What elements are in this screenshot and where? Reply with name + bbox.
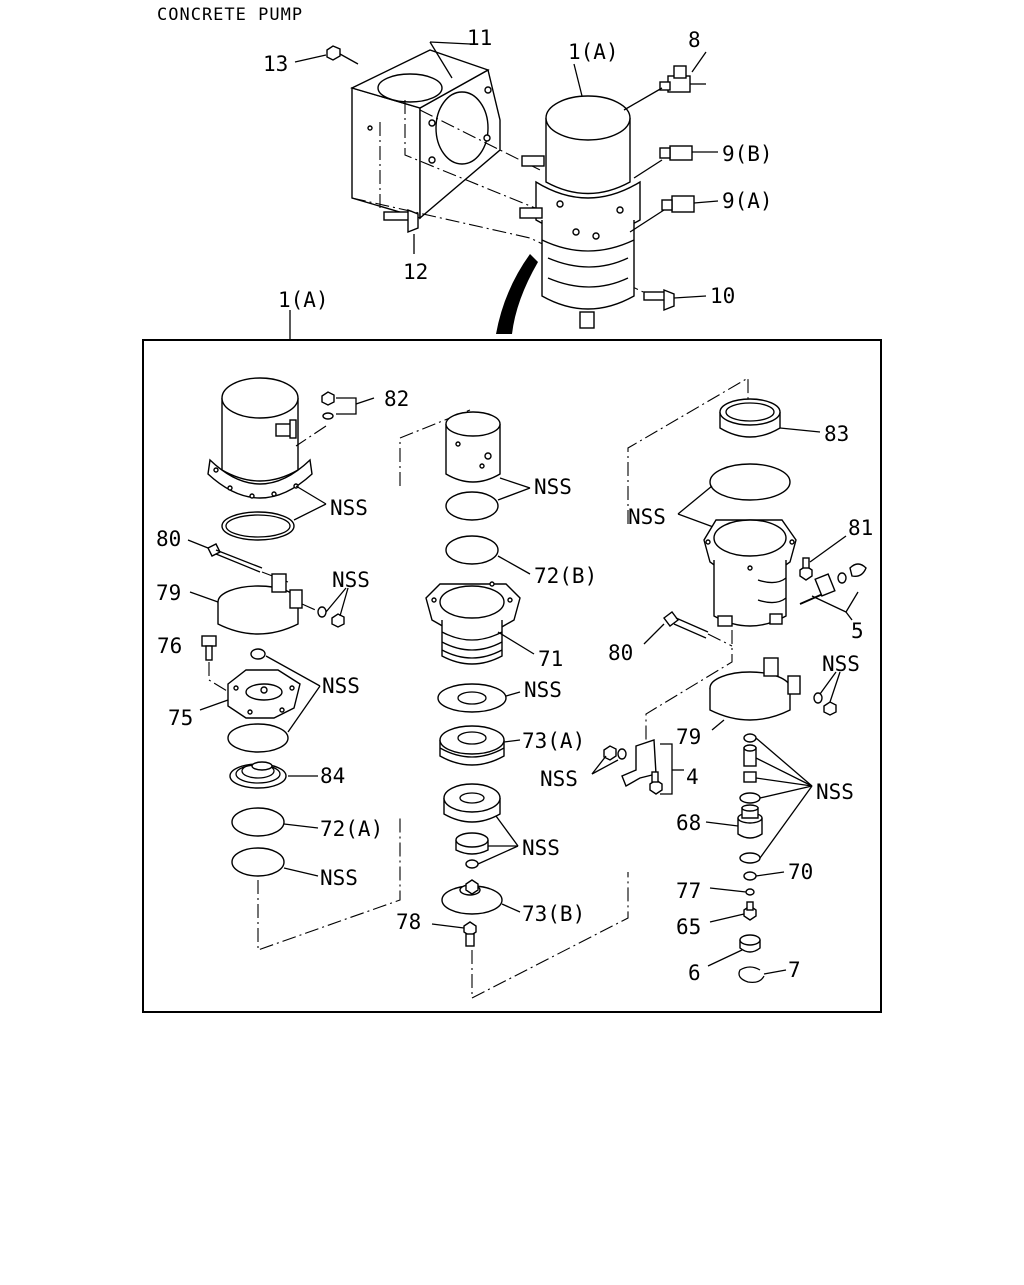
label-part-9b: 9(B) — [722, 142, 773, 166]
ring-part-77 — [709, 887, 755, 896]
snap-ring-part-7 — [738, 966, 787, 984]
label-part-72a: 72(A) — [320, 817, 383, 841]
label-part-81: 81 — [848, 516, 873, 540]
ball-part-70 — [743, 871, 785, 881]
label-nss-3: NSS — [322, 674, 360, 698]
bolt-part-76 — [201, 635, 233, 695]
label-part-13: 13 — [263, 52, 288, 76]
label-part-84: 84 — [320, 764, 345, 788]
label-part-9a: 9(A) — [722, 189, 773, 213]
label-part-80-left: 80 — [156, 527, 181, 551]
fitting-part-9a — [629, 195, 719, 233]
label-part-73a: 73(A) — [522, 729, 585, 753]
bolt-part-78 — [431, 921, 477, 947]
screw-part-65 — [709, 901, 757, 923]
label-part-82: 82 — [384, 387, 409, 411]
label-part-79-right: 79 — [676, 725, 701, 749]
bolt-part-81 — [799, 535, 847, 581]
label-part-79-left: 79 — [156, 581, 181, 605]
label-nss-2: NSS — [332, 568, 370, 592]
nut-part-13 — [294, 45, 359, 65]
ring-nss-7 — [443, 783, 501, 823]
label-part-1a-top: 1(A) — [568, 40, 619, 64]
label-part-78: 78 — [396, 910, 421, 934]
bracket-part-4 — [591, 739, 684, 795]
washer-nss-9 — [813, 692, 823, 704]
nut-part-82 — [295, 391, 375, 447]
washer-nss-2 — [317, 606, 327, 618]
label-part-68: 68 — [676, 811, 701, 835]
label-part-1a-box: 1(A) — [278, 288, 329, 312]
valve-part-68 — [705, 804, 763, 839]
cover-cylinder — [207, 377, 313, 499]
bolt-part-80-left — [187, 539, 289, 583]
ring-part-83 — [719, 398, 821, 438]
label-nss-10: NSS — [540, 767, 578, 791]
label-part-7: 7 — [788, 958, 801, 982]
filter-cylinder — [445, 411, 501, 483]
oring-small-right — [739, 852, 761, 864]
label-part-5: 5 — [851, 619, 864, 643]
disc-part-72b — [445, 535, 499, 565]
detail-arrow-icon — [496, 254, 538, 334]
detail-frame — [142, 339, 882, 1013]
bracket-part-11 — [350, 49, 501, 220]
label-part-73b: 73(B) — [522, 902, 585, 926]
clamp-part-79-left — [189, 573, 321, 635]
label-part-76: 76 — [157, 634, 182, 658]
fitting-part-9b — [633, 145, 718, 179]
ring-nss-6 — [437, 683, 507, 713]
label-part-6: 6 — [688, 961, 701, 985]
label-part-10: 10 — [710, 284, 735, 308]
nut-nss-9 — [823, 701, 837, 716]
label-part-65: 65 — [676, 915, 701, 939]
label-part-70: 70 — [788, 860, 813, 884]
label-part-8: 8 — [688, 28, 701, 52]
pump-body-part-1a — [519, 95, 641, 329]
plate-part-75 — [199, 669, 301, 719]
label-nss-7: NSS — [522, 836, 560, 860]
fitting-part-8 — [623, 51, 707, 111]
label-part-72b: 72(B) — [534, 564, 597, 588]
small-parts-stack — [739, 733, 761, 804]
disc-nss-5 — [445, 491, 499, 521]
label-part-71: 71 — [538, 647, 563, 671]
cap-part-6 — [707, 934, 761, 967]
sensor-part-5 — [799, 563, 867, 621]
seal-part-73a — [439, 725, 521, 766]
label-nss-4: NSS — [320, 866, 358, 890]
label-part-12: 12 — [403, 260, 428, 284]
label-nss-11: NSS — [816, 780, 854, 804]
washer-nss-7 — [465, 859, 479, 869]
label-nss-1: NSS — [330, 496, 368, 520]
bolt-part-80-right — [643, 611, 733, 647]
oring-nss-8 — [709, 463, 791, 501]
plate-part-73b — [441, 879, 521, 915]
nut-nss-2 — [331, 613, 345, 628]
label-part-75: 75 — [168, 706, 193, 730]
disc-nss-4 — [231, 847, 319, 877]
label-nss-9: NSS — [822, 652, 860, 676]
bolt-part-12 — [383, 208, 419, 254]
clamp-part-79-right — [709, 657, 801, 731]
cylinder-part-71 — [425, 581, 535, 665]
oring-large-nss-3 — [227, 723, 289, 753]
label-nss-8: NSS — [628, 505, 666, 529]
disc-part-72a — [231, 807, 319, 837]
label-part-4: 4 — [686, 765, 699, 789]
label-part-77: 77 — [676, 879, 701, 903]
bolt-part-10 — [643, 288, 707, 312]
bushing-nss-7 — [455, 832, 489, 855]
label-nss-5: NSS — [534, 475, 572, 499]
diaphragm-part-84 — [229, 761, 318, 789]
oring-small-nss-3 — [250, 648, 266, 660]
diagram-title: CONCRETE PUMP — [157, 5, 303, 25]
label-part-11: 11 — [467, 26, 492, 50]
label-part-80-right: 80 — [608, 641, 633, 665]
housing-lower — [703, 519, 797, 627]
label-nss-6: NSS — [524, 678, 562, 702]
gasket-nss-1 — [221, 511, 295, 541]
label-part-83: 83 — [824, 422, 849, 446]
